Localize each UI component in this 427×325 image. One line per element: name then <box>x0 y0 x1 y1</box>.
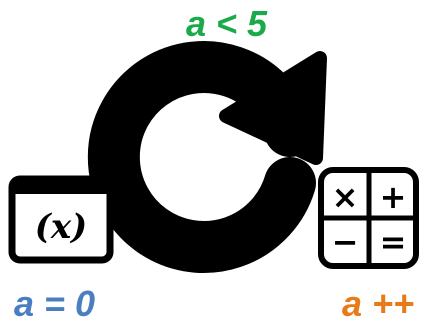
multiply-key: × <box>332 178 359 216</box>
loop-increment-label: a ++ <box>342 283 415 324</box>
equals-key: = <box>380 223 407 261</box>
window-titlebar <box>12 179 110 194</box>
minus-key: − <box>332 223 359 261</box>
calculator-icon: × + − = <box>318 167 419 269</box>
refresh-arrow-icon <box>87 41 327 273</box>
loop-condition-label: a < 5 <box>186 3 268 44</box>
plus-key: + <box>380 178 407 216</box>
variable-symbol: (x) <box>35 207 87 247</box>
refresh-arrowhead <box>219 51 327 165</box>
refresh-arc <box>87 41 316 273</box>
loop-init-label: a = 0 <box>14 283 96 324</box>
variable-window-icon: (x) <box>8 175 114 264</box>
